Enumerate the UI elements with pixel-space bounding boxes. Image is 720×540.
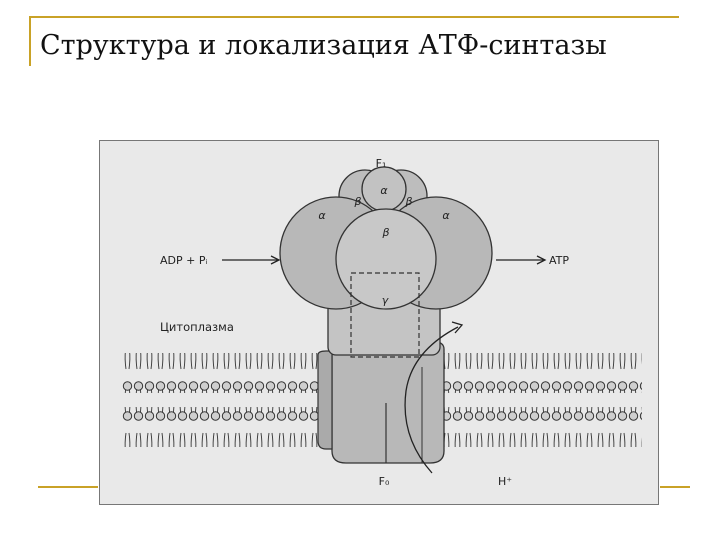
alpha-label-right: α [442,209,450,222]
alpha-label-back: α [380,184,388,197]
alpha-label-left: α [318,209,326,222]
f1-label: F₁ [376,157,387,170]
atp-synthase-figure: F₁ α β β α α β γ ADP + Pᵢ ATP Цитоплазма… [99,140,659,505]
substrate-label: ADP + Pᵢ [160,254,207,267]
beta-label-back-right: β [404,195,412,208]
f0-label: F₀ [379,475,390,488]
slide-frame-bottom-left [38,486,98,488]
f0-subunit [318,341,444,463]
cytoplasm-label: Цитоплазма [160,320,234,334]
atp-synthase-diagram: F₁ α β β α α β γ ADP + Pᵢ ATP Цитоплазма… [100,141,660,506]
beta-label-back-left: β [353,195,361,208]
gamma-label: γ [382,294,389,307]
slide-frame-top [29,16,679,18]
slide-frame-bottom-right [660,486,690,488]
slide-title: Структура и локализация АТФ-синтазы [40,30,607,61]
proton-label: H⁺ [498,475,512,488]
slide-frame-vertical [29,16,31,66]
product-label: ATP [549,254,569,267]
beta-label-front: β [381,226,389,239]
